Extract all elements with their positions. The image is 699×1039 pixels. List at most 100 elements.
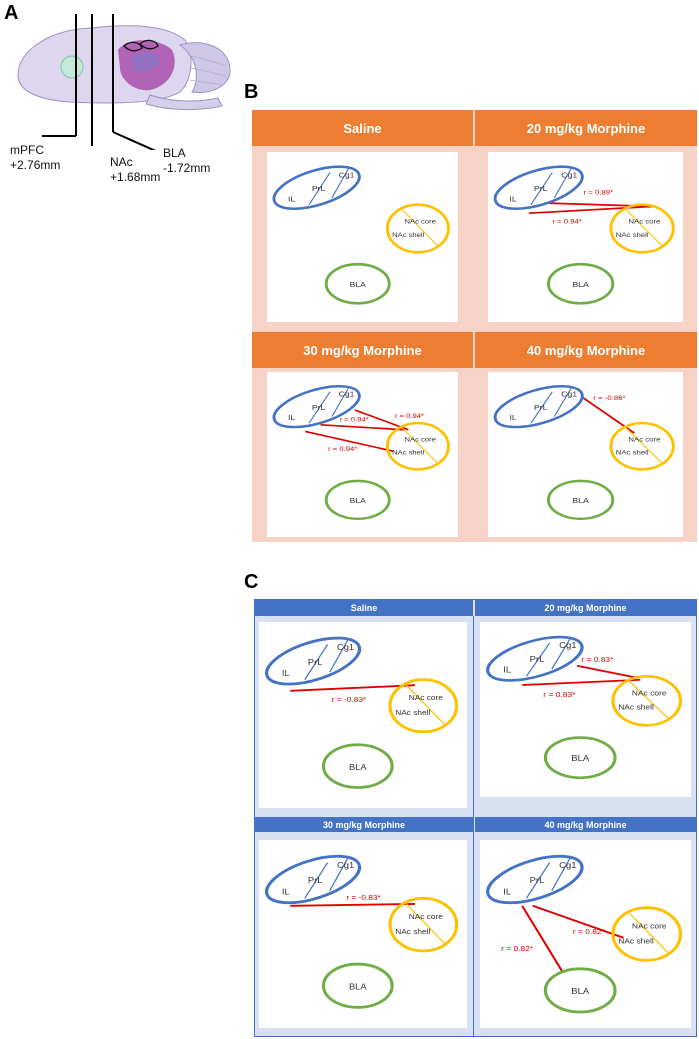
region-cg1: Cg1 <box>559 641 577 650</box>
nac-ellipse <box>385 203 450 254</box>
corr-line-prl-nac-core <box>320 423 405 431</box>
corr-line-il-nac-core <box>528 205 654 215</box>
mpfc-group: IL PrL Cg1 <box>486 854 584 905</box>
region-nac-core: NAc core <box>405 217 436 225</box>
region-il: IL <box>282 887 290 896</box>
corr-label-1: r = 0.82* <box>573 927 605 935</box>
nac-group: NAc core NAc shell <box>609 203 675 254</box>
label-nac: NAc +1.68mm <box>110 155 160 185</box>
region-nac-shell: NAc shell <box>395 708 430 716</box>
region-bla: BLA <box>572 497 589 505</box>
region-prl: PrL <box>308 657 323 666</box>
il-prl-divider <box>304 862 329 899</box>
bla-group: BLA <box>546 262 615 305</box>
region-cg1: Cg1 <box>339 171 355 179</box>
region-prl: PrL <box>312 185 326 193</box>
bla-ellipse <box>321 962 394 1009</box>
diagram-c-20mg: r = 0.83* r = 0.83* IL PrL Cg1 NAc core … <box>486 635 683 780</box>
nac-divider <box>404 901 447 946</box>
nac-ellipse <box>609 203 675 254</box>
region-il: IL <box>509 413 517 421</box>
nac-group: NAc core NAc shell <box>385 421 450 471</box>
panel-b-header-saline: Saline <box>252 110 473 146</box>
mpfc-ellipse <box>265 636 362 686</box>
panel-b-cell-saline: IL PrL Cg1 NAc core NAc shell BLA <box>267 152 458 322</box>
nac-group: NAc core NAc shell <box>611 906 683 962</box>
region-nac-core: NAc core <box>405 436 436 443</box>
mpfc-ellipse <box>265 854 362 905</box>
region-prl: PrL <box>312 403 326 411</box>
region-cg1: Cg1 <box>561 390 578 398</box>
label-mpfc: mPFC +2.76mm <box>10 143 60 173</box>
nac-ellipse <box>388 896 459 953</box>
diagram-c-saline: r = -0.83* IL PrL Cg1 NAc core NAc shell… <box>265 636 459 789</box>
nac-ellipse <box>611 906 683 962</box>
panel-b-cell-40mg: r = -0.86* IL PrL Cg1 NAc core NAc shell… <box>488 372 683 537</box>
region-il: IL <box>509 195 517 203</box>
mpfc-group: IL PrL Cg1 <box>272 165 361 210</box>
prl-cg1-divider <box>331 167 350 199</box>
prl-cg1-divider <box>331 386 350 417</box>
region-il: IL <box>288 413 296 421</box>
corr-line-il-nac-core <box>290 902 416 907</box>
corr-line-il-nac-core <box>522 678 641 686</box>
corr-line-il-bla <box>521 905 564 973</box>
panel-b-cell-30mg: r = 0.94* r = 0.94* r = 0.94* IL PrL Cg1… <box>267 372 458 537</box>
mpfc-group: IL PrL Cg1 <box>265 854 362 905</box>
prl-cg1-divider <box>553 167 573 199</box>
corr-label-1: r = -0.83* <box>346 894 380 903</box>
prl-cg1-divider <box>329 638 349 673</box>
region-cg1: Cg1 <box>561 171 578 179</box>
corr-label-1: r = 0.83* <box>581 656 613 664</box>
nac-ellipse <box>611 674 683 727</box>
region-bla: BLA <box>572 281 589 289</box>
region-nac-core: NAc core <box>628 217 660 225</box>
panel-c-header-30mg: 30 mg/kg Morphine <box>255 817 473 832</box>
il-prl-divider <box>525 642 551 677</box>
mpfc-group: IL PrL Cg1 <box>265 636 362 686</box>
corr-line-il-nac-shell <box>304 430 394 452</box>
nac-divider <box>400 207 440 248</box>
bla-group: BLA <box>543 967 617 1014</box>
corr-label-2: r = 0.83* <box>543 691 575 699</box>
mpfc-ellipse <box>493 165 584 210</box>
prl-cg1-divider <box>551 637 572 670</box>
panel-c-header-40mg: 40 mg/kg Morphine <box>475 817 696 832</box>
region-nac-core: NAc core <box>628 435 660 443</box>
mpfc-group: IL PrL Cg1 <box>272 385 361 429</box>
bla-group: BLA <box>324 479 391 521</box>
corr-line-il-nac-core <box>290 684 416 692</box>
corr-label-1: r = -0.86* <box>593 394 625 402</box>
region-cg1: Cg1 <box>559 861 576 870</box>
panel-b-header-40mg: 40 mg/kg Morphine <box>475 332 697 368</box>
panel-c-divider <box>473 616 474 1036</box>
corr-line-il-nac-shell <box>532 904 624 939</box>
region-prl: PrL <box>308 876 323 885</box>
region-nac-core: NAc core <box>409 694 444 702</box>
mpfc-ellipse <box>486 635 584 682</box>
il-prl-divider <box>308 172 331 205</box>
region-bla: BLA <box>571 754 589 763</box>
region-il: IL <box>503 666 511 675</box>
nac-ellipse <box>385 421 450 471</box>
panel-b-cell-20mg: r = 0.89* r = 0.94* IL PrL Cg1 NAc core … <box>488 152 683 322</box>
panel-letter-a: A <box>4 2 19 24</box>
region-nac-shell: NAc shell <box>618 703 654 711</box>
diagram-c-40mg: r = 0.82* r = 0.82* IL PrL Cg1 NAc core … <box>486 854 683 1014</box>
mpfc-ellipse <box>486 854 584 905</box>
nac-ellipse <box>609 421 675 471</box>
bla-ellipse <box>321 743 394 789</box>
prl-cg1-divider <box>551 856 572 892</box>
corr-label-3: r = 0.94* <box>328 446 357 453</box>
nac-divider <box>400 426 440 465</box>
mpfc-group: IL PrL Cg1 <box>486 635 584 682</box>
label-nac-name: NAc <box>110 155 133 169</box>
corr-label-2: r = 0.94* <box>395 413 424 420</box>
label-bla: BLA -1.72mm <box>163 146 210 176</box>
nac-divider <box>627 679 671 721</box>
region-il: IL <box>282 668 290 677</box>
label-mpfc-coord: +2.76mm <box>10 158 61 172</box>
region-prl: PrL <box>530 655 545 664</box>
region-nac-shell: NAc shell <box>616 448 649 456</box>
panel-letter-b: B <box>244 81 259 103</box>
